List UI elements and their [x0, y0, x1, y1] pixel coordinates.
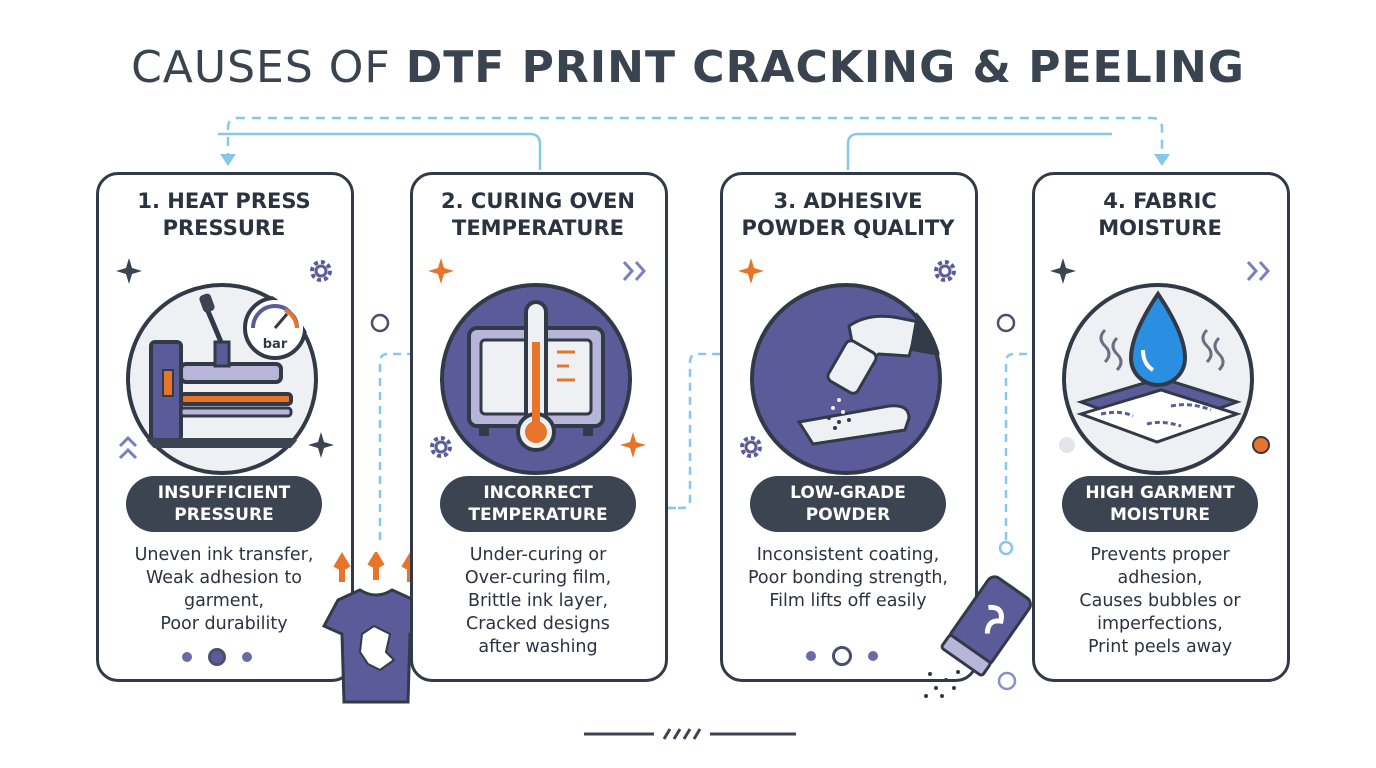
card-title-line1: 4. FABRIC	[1103, 189, 1217, 213]
desc-line: Weak adhesion to	[145, 568, 303, 588]
desc-line: imperfections,	[1097, 614, 1223, 634]
card-title-line2: MOISTURE	[1098, 216, 1222, 240]
sparkle-icon	[1050, 258, 1076, 284]
water-drop-fabric-icon	[1062, 283, 1254, 475]
dot-icon	[1059, 437, 1075, 453]
card-title-line1: 1. HEAT PRESS	[137, 189, 311, 213]
badge-line1: HIGH GARMENT	[1085, 483, 1235, 503]
pagination-dots	[806, 646, 878, 666]
dot	[242, 652, 252, 662]
title-light: CAUSES OF	[131, 42, 391, 93]
desc-line: garment,	[183, 591, 265, 611]
cause-card-1: 1. HEAT PRESS PRESSURE bar INSUFFICIENT …	[96, 172, 354, 682]
cause-card-3: 3. ADHESIVE POWDER QUALITY LOW-GRADE POW…	[720, 172, 978, 682]
desc-line: Film lifts off easily	[769, 591, 927, 611]
dashed-link-3-4	[1004, 352, 1054, 540]
title-bold: DTF PRINT CRACKING & PEELING	[405, 42, 1245, 93]
double-chevron-icon	[1246, 261, 1271, 281]
cause-card-4: 4. FABRIC MOISTURE HIGH GARMENT MOISTURE…	[1032, 172, 1290, 682]
dashed-link-2-3	[636, 352, 740, 510]
dot-active	[832, 646, 852, 666]
gear-icon	[430, 436, 452, 458]
card-title: 3. ADHESIVE POWDER QUALITY	[728, 188, 968, 242]
dot-icon	[1252, 436, 1270, 454]
badge-line1: INCORRECT	[483, 483, 593, 503]
card-title: 2. CURING OVEN TEMPERATURE	[418, 188, 658, 242]
cause-badge: HIGH GARMENT MOISTURE	[1062, 476, 1258, 532]
cause-card-2: 2. CURING OVEN TEMPERATURE INCORRECT TEM…	[410, 172, 668, 682]
cause-description: Prevents proper adhesion, Causes bubbles…	[1042, 544, 1278, 659]
badge-line2: PRESSURE	[174, 505, 274, 525]
arrow-into-card1	[220, 154, 236, 166]
badge-line2: POWDER	[805, 505, 891, 525]
heat-press-icon: bar	[126, 283, 318, 475]
gauge-label: bar	[263, 337, 288, 352]
sparkle-icon	[308, 432, 334, 458]
sparkle-icon	[738, 258, 764, 284]
sparkle-icon	[428, 258, 454, 284]
cause-description: Uneven ink transfer, Weak adhesion to ga…	[106, 544, 342, 636]
sparkle-icon	[116, 258, 142, 284]
dot	[868, 651, 878, 661]
gear-icon	[740, 436, 762, 458]
desc-line: Print peels away	[1087, 637, 1233, 657]
t-shirt-icon	[321, 552, 431, 704]
desc-line: after washing	[478, 637, 598, 657]
desc-line: Poor durability	[160, 614, 288, 634]
double-chevron-icon	[622, 261, 647, 281]
card-title-line1: 3. ADHESIVE	[773, 189, 923, 213]
dot-active	[208, 648, 226, 666]
card-title-line2: PRESSURE	[162, 216, 286, 240]
desc-line: Poor bonding strength,	[747, 568, 948, 588]
badge-line2: MOISTURE	[1109, 505, 1211, 525]
desc-line: Prevents proper	[1090, 545, 1230, 565]
solid-link-2	[846, 132, 1112, 170]
card-title: 4. FABRIC MOISTURE	[1040, 188, 1280, 242]
desc-line: Cracked designs	[466, 614, 610, 634]
desc-line: Inconsistent coating,	[756, 545, 940, 565]
desc-line: Over-curing film,	[464, 568, 612, 588]
sparkle-icon	[620, 432, 646, 458]
footer-divider	[584, 728, 796, 740]
powder-shaker-icon	[924, 575, 1032, 698]
solid-link-1	[218, 132, 542, 170]
desc-line: Causes bubbles or	[1079, 591, 1241, 611]
chevron-up-icon	[118, 435, 138, 460]
cause-badge: INSUFFICIENT PRESSURE	[126, 476, 322, 532]
arrow-into-card4	[1154, 154, 1170, 166]
dot	[182, 652, 192, 662]
cause-description: Inconsistent coating, Poor bonding stren…	[730, 544, 966, 613]
badge-line1: INSUFFICIENT	[157, 483, 291, 503]
card-title-line2: POWDER QUALITY	[741, 216, 955, 240]
pagination-dots	[182, 648, 252, 666]
card-title-line1: 2. CURING OVEN	[441, 189, 635, 213]
desc-line: Uneven ink transfer,	[134, 545, 314, 565]
powder-shaker-hand-icon	[750, 283, 943, 475]
desc-line: Brittle ink layer,	[467, 591, 609, 611]
cause-badge: INCORRECT TEMPERATURE	[440, 476, 636, 532]
top-dashed-path	[226, 116, 1164, 162]
cause-description: Under-curing or Over-curing film, Brittl…	[420, 544, 656, 659]
badge-line2: TEMPERATURE	[468, 505, 608, 525]
cause-badge: LOW-GRADE POWDER	[750, 476, 946, 532]
dashed-link-1-2	[378, 352, 428, 540]
dot	[806, 651, 816, 661]
badge-line1: LOW-GRADE	[790, 483, 906, 503]
card-title-line2: TEMPERATURE	[452, 216, 624, 240]
desc-line: Under-curing or	[469, 545, 607, 565]
oven-thermometer-icon	[440, 283, 632, 475]
page-title: CAUSES OF DTF PRINT CRACKING & PEELING	[0, 42, 1376, 93]
card-title: 1. HEAT PRESS PRESSURE	[104, 188, 344, 242]
desc-line: adhesion,	[1117, 568, 1203, 588]
gear-icon	[934, 260, 956, 282]
gear-icon	[310, 260, 332, 282]
